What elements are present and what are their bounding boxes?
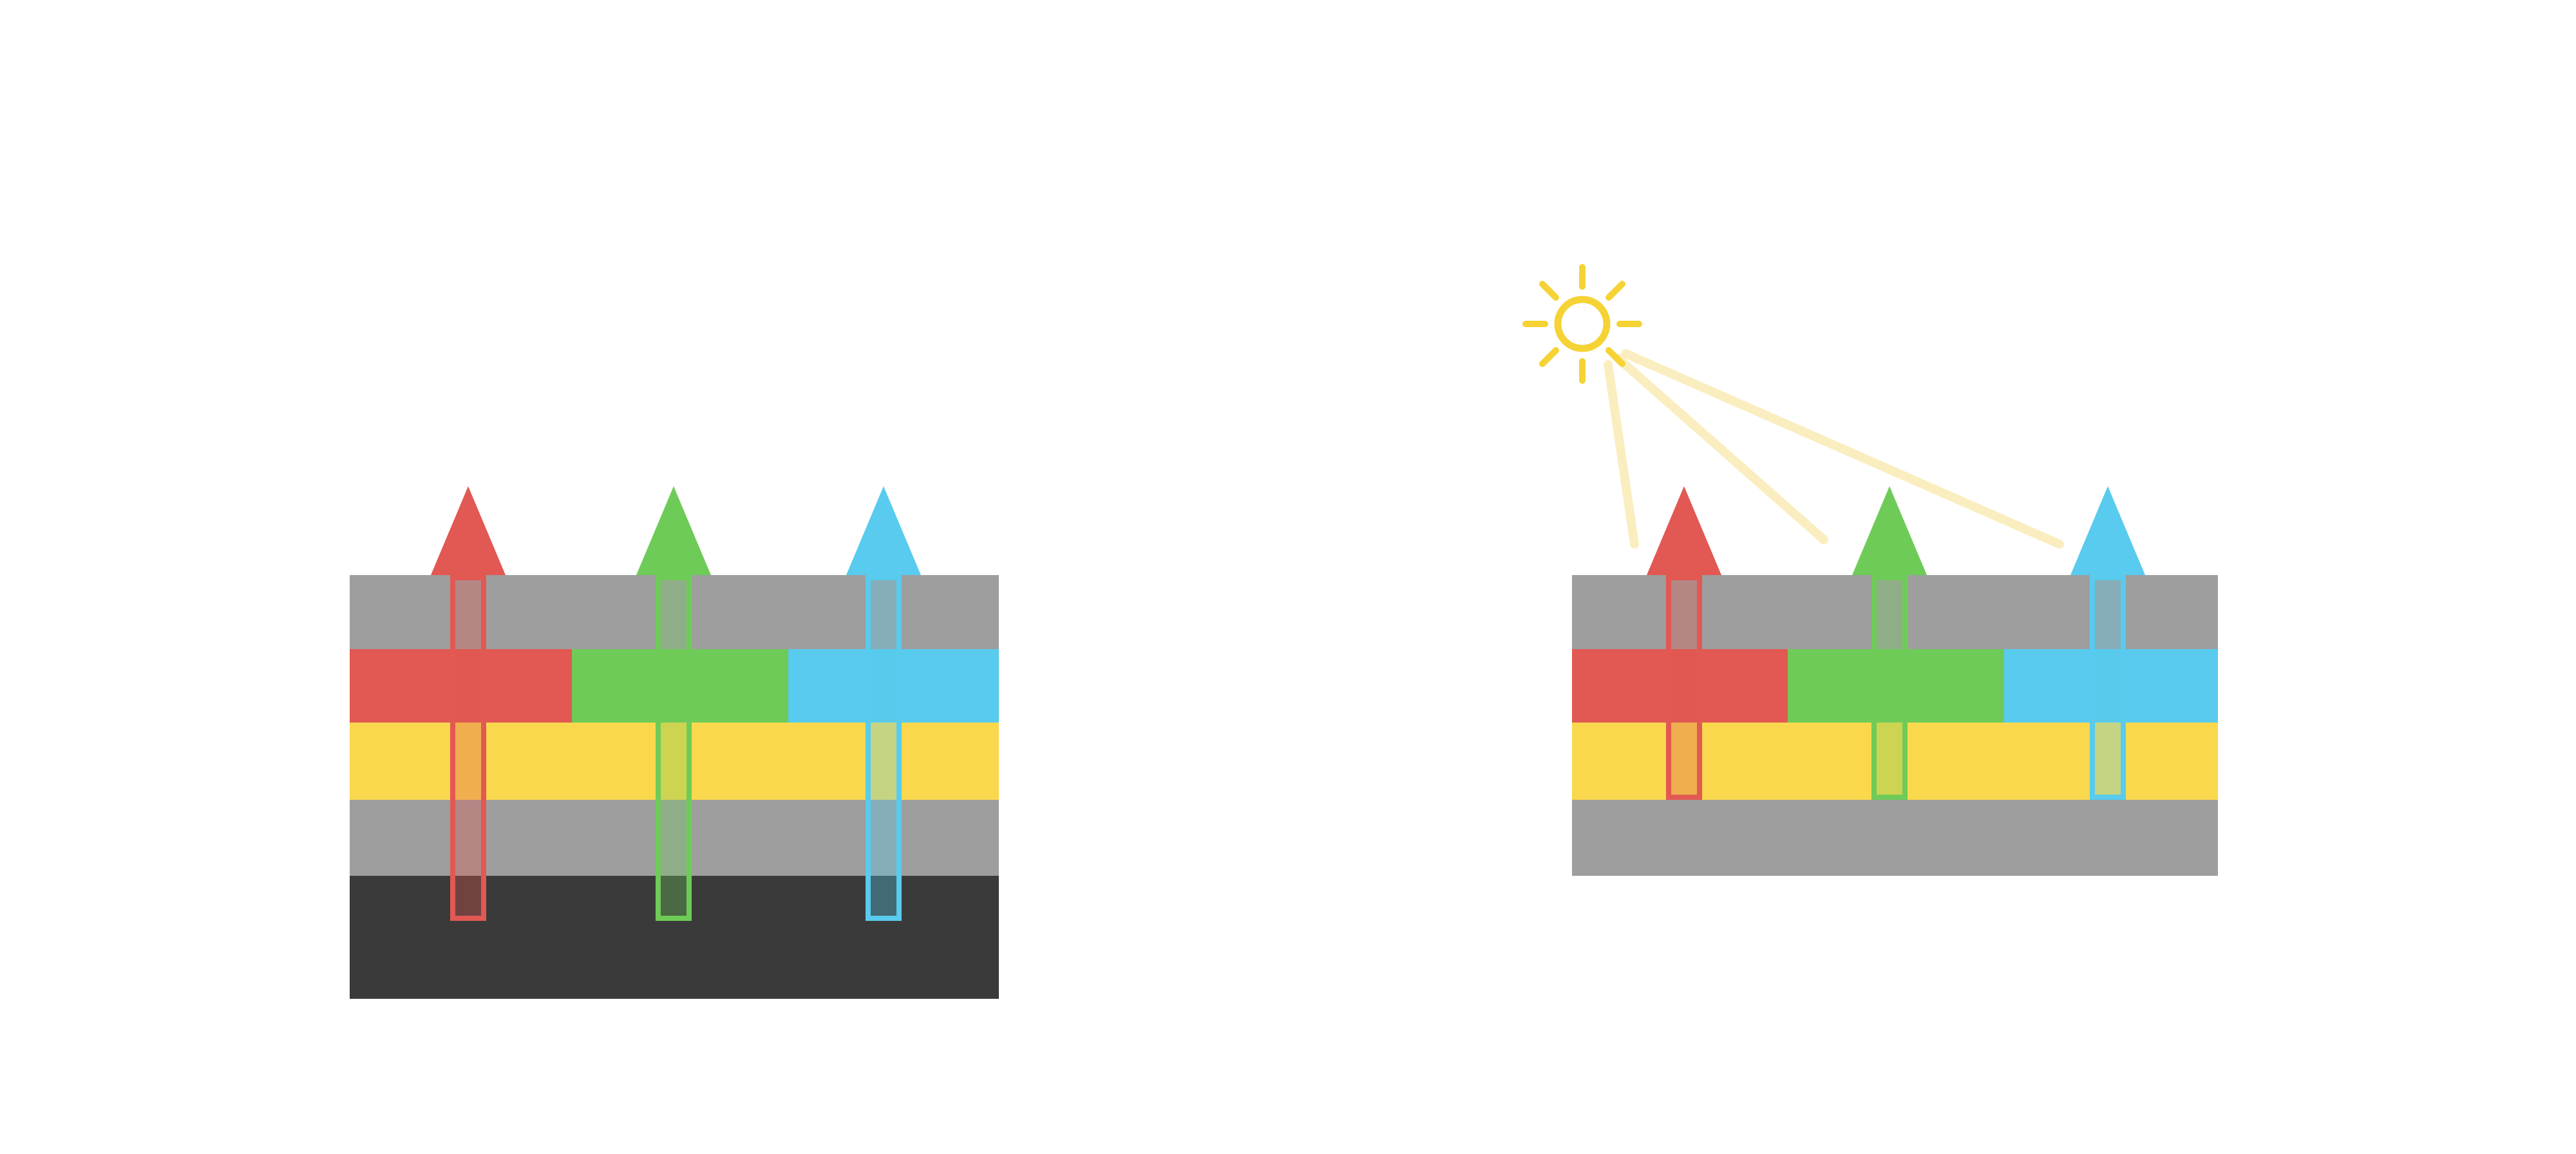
right-top-gray-layer — [1572, 575, 2218, 649]
right-rgb-subpixel-row — [1572, 649, 2218, 723]
left-layer-stack — [350, 575, 999, 999]
right-green-arrow-shaft — [1871, 575, 1908, 800]
sun-ray-sw — [1539, 347, 1559, 367]
left-green-arrow-head — [636, 486, 711, 575]
left-green-arrow-shaft — [656, 575, 692, 921]
left-red-arrow-head — [431, 486, 506, 575]
right-green-arrow-shaft-fill — [1877, 580, 1902, 795]
left-red-subpixel — [350, 649, 572, 723]
left-green-subpixel — [572, 649, 788, 723]
left-top-gray-layer — [350, 575, 999, 649]
left-cyan-arrow-shaft-fill — [871, 580, 896, 916]
sun-disc — [1554, 296, 1611, 352]
left-rgb-subpixel-row — [350, 649, 999, 723]
light-beam-left — [1604, 360, 1639, 549]
left-red-arrow-shaft-fill — [455, 580, 481, 916]
right-cyan-subpixel — [2004, 649, 2218, 723]
left-dark-backlight-layer — [350, 876, 999, 999]
right-red-subpixel — [1572, 649, 1788, 723]
right-cyan-arrow-head — [2070, 486, 2145, 575]
sun-ray-se — [1605, 347, 1625, 367]
left-yellow-layer — [350, 723, 999, 800]
left-green-arrow-shaft-fill — [661, 580, 687, 916]
right-red-arrow-shaft — [1666, 575, 1702, 800]
sun-ray-ne — [1605, 281, 1625, 301]
right-red-arrow-shaft-fill — [1671, 580, 1697, 795]
left-bottom-gray-layer — [350, 800, 999, 876]
right-cyan-arrow-shaft-fill — [2095, 580, 2121, 795]
sun-icon — [1522, 264, 1642, 384]
right-green-subpixel — [1788, 649, 2004, 723]
right-layer-stack — [1572, 575, 2218, 876]
sun-ray-nw — [1539, 281, 1559, 301]
right-green-arrow-head — [1852, 486, 1927, 575]
right-red-arrow-head — [1647, 486, 1721, 575]
right-yellow-layer — [1572, 723, 2218, 800]
right-cyan-arrow-shaft — [2090, 575, 2126, 800]
left-cyan-subpixel — [788, 649, 999, 723]
right-bottom-gray-layer — [1572, 800, 2218, 876]
left-cyan-arrow-shaft — [866, 575, 902, 921]
left-cyan-arrow-head — [846, 486, 921, 575]
left-red-arrow-shaft — [450, 575, 486, 921]
